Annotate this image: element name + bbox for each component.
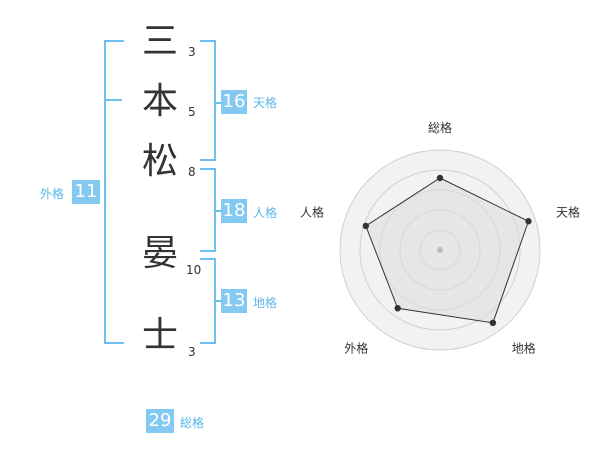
jinkaku-label: 人格 (253, 206, 278, 220)
radar-point-5 (362, 222, 370, 230)
radar-ring-4 (359, 169, 521, 331)
tenkaku-value: 16 (221, 90, 247, 114)
radar-center-dot (437, 247, 443, 253)
name-char-1: 三 (141, 21, 178, 62)
chikaku-label: 地格 (253, 296, 278, 310)
stroke-count-2: 5 (188, 105, 196, 119)
name-char-3: 松 (141, 141, 178, 182)
jinkaku-connector (215, 210, 221, 212)
radar-data-polygon (365, 177, 530, 324)
chikaku-value: 13 (221, 289, 247, 313)
radar-axis-label-3: 地格 (512, 341, 536, 356)
radar-point-1 (436, 174, 444, 182)
name-char-2: 本 (141, 81, 178, 122)
radar-axis-label-5: 人格 (300, 204, 324, 219)
soukaku-value: 29 (146, 409, 174, 433)
gaikaku-label: 外格 (40, 187, 65, 201)
stroke-count-1: 3 (188, 45, 196, 59)
tenkaku-bracket (200, 40, 216, 161)
radar-axis-label-2: 天格 (556, 204, 580, 219)
radar-point-3 (489, 319, 497, 327)
jinkaku-value: 18 (221, 199, 247, 223)
name-char-4: 晏 (141, 233, 178, 274)
radar-point-2 (525, 218, 532, 225)
tenkaku-connector (215, 102, 221, 104)
stroke-count-5: 3 (188, 345, 196, 359)
radar-axis-label-1: 総格 (428, 120, 452, 135)
radar-axis-label-4: 外格 (344, 341, 368, 356)
stroke-count-3: 8 (188, 165, 196, 179)
gaikaku-value: 11 (72, 180, 100, 204)
name-char-5: 士 (141, 315, 178, 356)
gaikaku-bracket (104, 40, 124, 344)
soukaku-label: 総格 (180, 416, 205, 430)
radar-point-4 (394, 305, 401, 312)
gaikaku-bracket-tick (104, 99, 122, 101)
tenkaku-label: 天格 (253, 96, 278, 110)
stroke-count-4: 10 (186, 263, 202, 277)
chikaku-connector (215, 300, 221, 302)
